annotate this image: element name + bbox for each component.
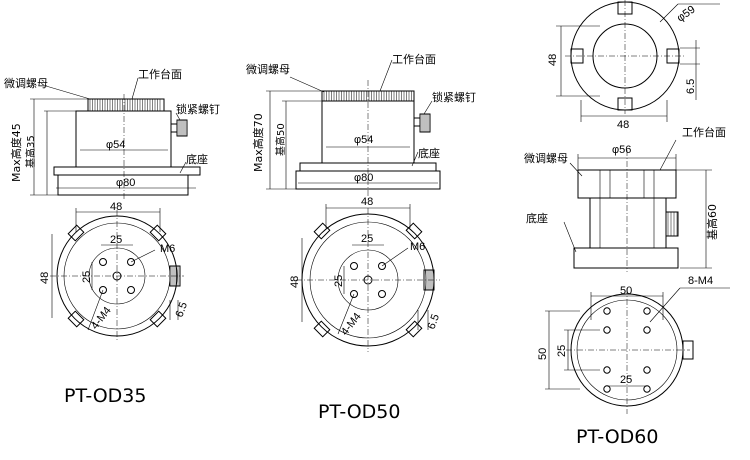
od35-top-view: 48 25 48 25 M6 4-M4 6.5 (39, 201, 190, 342)
od35-base-height: 基高35 (24, 135, 37, 168)
od60-bottom-view: 50 50 25 25 8-M4 (537, 275, 730, 414)
od35-lock-screw-stem (170, 123, 178, 133)
od60-holes: 8-M4 (688, 275, 713, 287)
od50-base-height: 基高50 (274, 123, 287, 156)
od60-span-inner: 25 (620, 374, 632, 386)
od35-inner-span-v: 25 (81, 271, 93, 283)
od50-model-name: PT-OD50 (318, 401, 400, 423)
od35-span-v: 48 (39, 272, 51, 284)
od50-label-table: 工作台面 (392, 52, 436, 66)
od60-label-base: 底座 (526, 211, 548, 225)
od50-lock-screw (419, 113, 431, 133)
od35-max-height: Max高度45 (9, 123, 23, 182)
od60-base-height: 基高60 (705, 204, 719, 240)
od50-dia-base: φ80 (354, 172, 373, 184)
od35-holes: 4-M4 (89, 305, 114, 332)
od35-side-view: 微调螺母 工作台面 锁紧螺钉 底座 Max高度45 基高35 φ54 φ80 (4, 67, 220, 200)
od60-span-outer: 50 (620, 285, 632, 297)
od50-inner-span: 25 (361, 233, 373, 245)
od50-max-height: Max高度70 (251, 113, 265, 172)
od60-top-dia: φ59 (675, 4, 698, 25)
od50-span-v: 48 (289, 276, 301, 288)
od35-inner-span: 25 (110, 234, 122, 246)
od60-top-slot: 6.5 (685, 79, 697, 94)
od60-label-table: 工作台面 (682, 125, 726, 139)
od60-body (589, 197, 667, 249)
od60-span-outer-v: 50 (537, 348, 549, 360)
od60-lock-screw (665, 211, 679, 237)
od35-dia-body: φ54 (106, 139, 125, 151)
od35-model-name: PT-OD35 (64, 385, 146, 407)
od50-side-view: 微调螺母 工作台面 锁紧螺钉 底座 Max高度70 基高50 φ54 φ80 (246, 52, 476, 196)
od35-base-top (53, 166, 201, 176)
od35-lock-screw (176, 119, 188, 137)
od60-base (573, 247, 679, 269)
od35-slot: 6.5 (174, 301, 191, 319)
od60-span-inner-v: 25 (556, 345, 568, 357)
od60-top-span: 48 (547, 54, 559, 66)
od60-top-width: 48 (617, 119, 629, 131)
od35-label-table: 工作台面 (138, 67, 182, 81)
od50-slot: 6.5 (426, 313, 443, 331)
od60-label-knob: 微调螺母 (524, 151, 568, 165)
od35-thread: M6 (160, 243, 175, 255)
od35-label-screw: 锁紧螺钉 (176, 102, 220, 116)
od35-label-knob: 微调螺母 (4, 76, 48, 90)
od60-top-view: φ59 48 48 6.5 (547, 0, 720, 131)
od50-inner-span-v: 25 (333, 275, 345, 287)
od50-holes: 4-M4 (339, 311, 364, 338)
od50-dia-body: φ54 (354, 134, 373, 146)
od50-label-base: 底座 (418, 146, 440, 160)
od60-dia-body: φ56 (612, 144, 631, 156)
od50-label-knob: 微调螺母 (246, 62, 290, 76)
od50-top-view: 48 25 48 25 M6 4-M4 6.5 (289, 196, 442, 352)
od35-base (57, 174, 189, 196)
od60-model-name: PT-OD60 (576, 426, 658, 448)
od50-span: 48 (361, 196, 373, 208)
od35-label-base: 底座 (186, 152, 208, 166)
od35-span: 48 (110, 201, 122, 213)
od50-thread: M6 (410, 241, 425, 253)
od60-side-view: 工作台面 微调螺母 底座 φ56 基高60 (524, 125, 726, 272)
od50-label-screw: 锁紧螺钉 (432, 90, 476, 104)
od35-dia-base: φ80 (116, 177, 135, 189)
